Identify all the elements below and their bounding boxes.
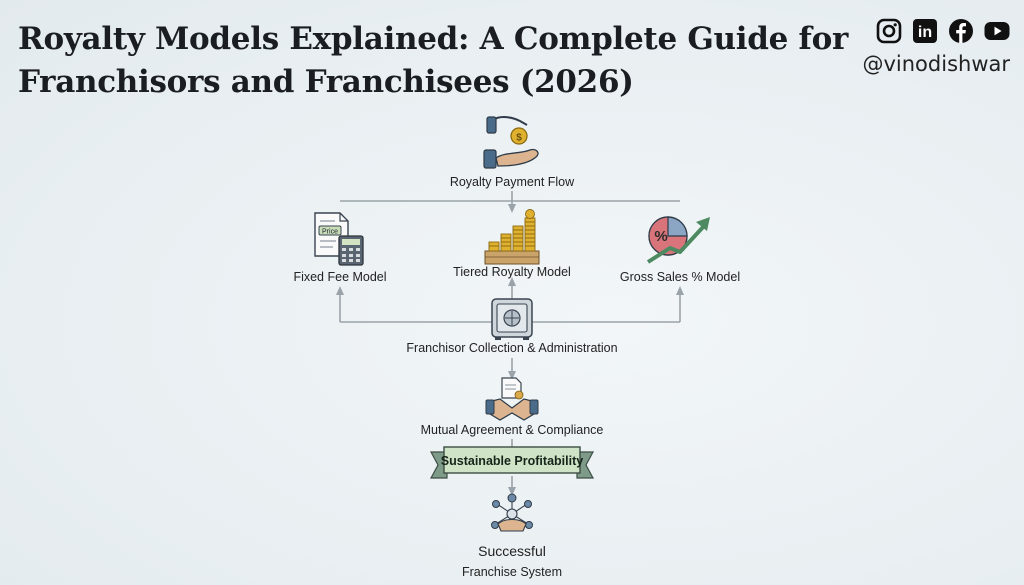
facebook-icon[interactable] bbox=[948, 18, 974, 44]
coin-stacks-icon bbox=[484, 209, 540, 265]
node-sustainable-profitability: Sustainable Profitability bbox=[441, 454, 583, 468]
percent-symbol: % bbox=[654, 228, 667, 245]
node-tiered-royalty-model: Tiered Royalty Model bbox=[453, 265, 571, 279]
social-links: in @vinodishwar bbox=[850, 18, 1010, 76]
node-gross-sales-model: Gross Sales % Model bbox=[620, 270, 740, 284]
social-handle[interactable]: @vinodishwar bbox=[862, 52, 1010, 76]
youtube-icon[interactable] bbox=[984, 18, 1010, 44]
pie-growth-icon: % bbox=[646, 216, 710, 264]
handshake-document-icon bbox=[485, 377, 539, 421]
page-title: Royalty Models Explained: A Complete Gui… bbox=[18, 18, 848, 104]
node-mutual-agreement: Mutual Agreement & Compliance bbox=[421, 423, 604, 437]
node-successful-line-1: Successful bbox=[478, 543, 546, 559]
linkedin-icon-text: in bbox=[918, 24, 932, 41]
title-line-1: Royalty Models Explained: A Complete Gui… bbox=[18, 21, 848, 57]
title-line-2: Franchisors and Franchisees (2026) bbox=[18, 64, 634, 100]
node-franchisor-collection: Franchisor Collection & Administration bbox=[406, 341, 617, 355]
profitability-banner: Sustainable Profitability bbox=[429, 446, 595, 479]
node-fixed-fee-model: Fixed Fee Model bbox=[293, 270, 386, 284]
coin-hand-icon: $ bbox=[483, 116, 539, 169]
invoice-calculator-icon: Price bbox=[314, 212, 364, 266]
linkedin-icon[interactable]: in bbox=[912, 18, 938, 44]
node-royalty-payment-flow: Royalty Payment Flow bbox=[450, 175, 575, 189]
instagram-icon[interactable] bbox=[876, 18, 902, 44]
invoice-tag-text: Price bbox=[322, 229, 338, 236]
safe-icon bbox=[491, 298, 533, 340]
franchise-network-icon bbox=[491, 493, 533, 532]
svg-text:$: $ bbox=[516, 133, 522, 144]
node-successful-line-2: Franchise System bbox=[462, 565, 562, 579]
